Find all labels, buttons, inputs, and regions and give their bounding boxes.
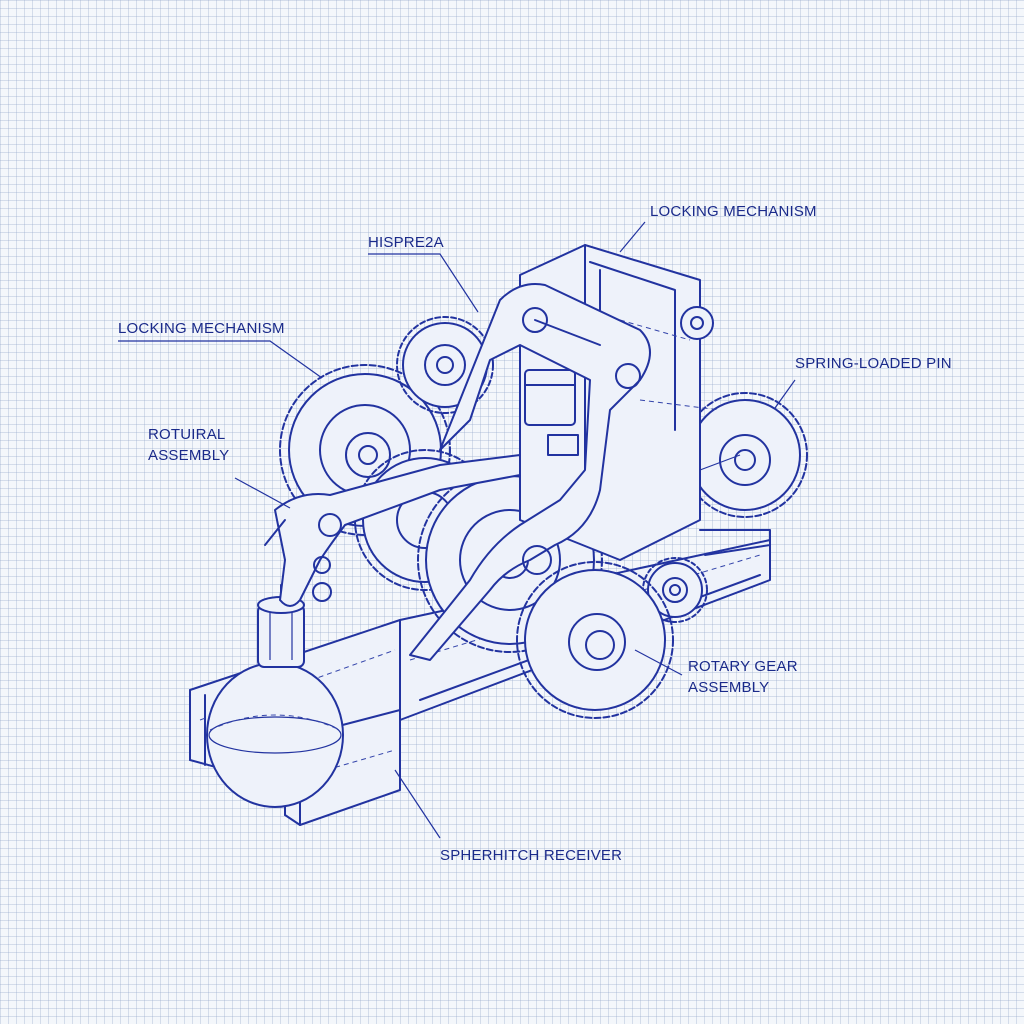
label-hispre2a-text: HISPRE2A [368, 234, 444, 251]
label-locking-mechanism-top: LOCKING MECHANISM [650, 201, 817, 222]
small-right-gear [642, 557, 708, 623]
label-spherhitch-receiver-text: SPHERHITCH RECEIVER [440, 847, 623, 864]
label-spring-loaded-pin-text: SPRING-LOADED PIN [795, 355, 952, 372]
label-spring-loaded-pin: SPRING-LOADED PIN [795, 353, 952, 374]
label-rotuiral-assembly: ROTUIRAL ASSEMBLY [148, 424, 229, 466]
label-rotary-gear-assembly: ROTARY GEAR ASSEMBLY [688, 656, 798, 698]
label-locking-mechanism-left-text: LOCKING MECHANISM [118, 320, 285, 337]
hitch-ball [206, 662, 344, 808]
label-locking-mechanism-top-text: LOCKING MECHANISM [650, 203, 817, 220]
linkage-arm [409, 283, 714, 661]
front-bottom-gear [516, 561, 674, 719]
label-locking-mechanism-left: LOCKING MECHANISM [118, 318, 285, 339]
label-rotuiral-line2: ASSEMBLY [148, 447, 230, 464]
leader-lines [118, 221, 796, 839]
right-gear [682, 392, 808, 518]
label-hispre2a: HISPRE2A [368, 232, 444, 253]
label-rotuiral-line1: ROTUIRAL [148, 426, 226, 443]
left-lever [264, 454, 521, 607]
pin-post [257, 584, 305, 668]
label-rotary-line2: ASSEMBLY [688, 679, 770, 696]
label-spherhitch-receiver: SPHERHITCH RECEIVER [440, 845, 622, 866]
label-rotary-line1: ROTARY GEAR [688, 658, 798, 675]
right-rod [699, 454, 771, 556]
